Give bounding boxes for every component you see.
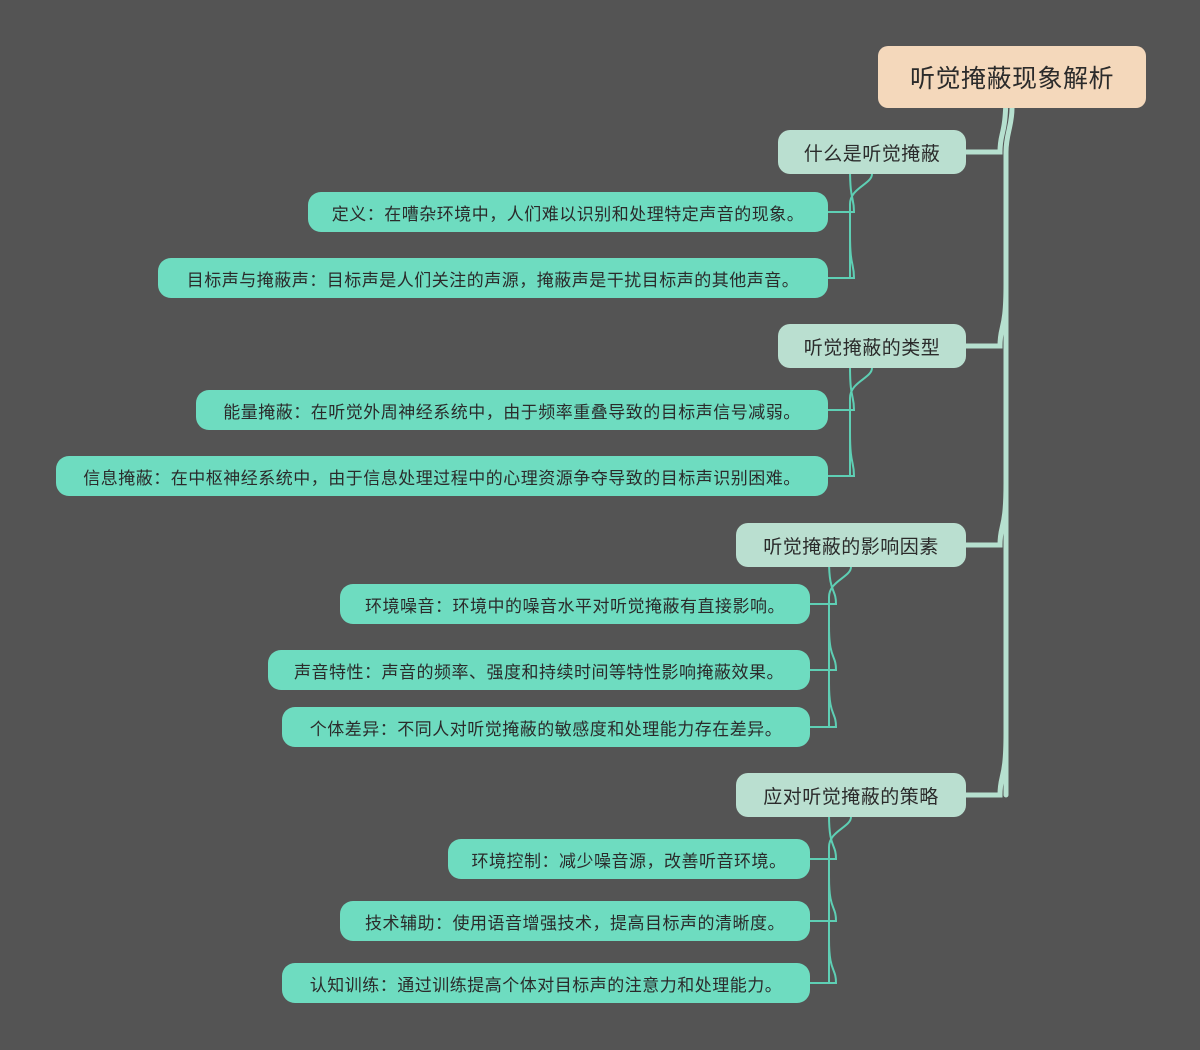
branch-factors-connector xyxy=(963,480,1009,548)
branch-what-is-label: 什么是听觉掩蔽 xyxy=(803,142,941,165)
leaf-target-vs-masker[interactable]: 目标声与掩蔽声：目标声是人们关注的声源，掩蔽声是干扰目标声的其他声音。 xyxy=(158,258,828,298)
leaf-environment-control-connector xyxy=(809,814,838,860)
branch-types-label: 听觉掩蔽的类型 xyxy=(803,336,941,359)
leaf-informational-masking-connector xyxy=(827,431,856,477)
leaf-definition-label: 定义：在嘈杂环境中，人们难以识别和处理特定声音的现象。 xyxy=(331,204,805,225)
branch-what-is-stem xyxy=(849,173,873,279)
leaf-sound-properties-connector xyxy=(809,625,838,671)
leaf-environment-control-label: 环境控制：减少噪音源，改善听音环境。 xyxy=(471,851,787,872)
branch-factors[interactable]: 听觉掩蔽的影响因素 xyxy=(736,523,966,567)
root-node[interactable]: 听觉掩蔽现象解析 xyxy=(878,46,1146,108)
leaf-definition[interactable]: 定义：在嘈杂环境中，人们难以识别和处理特定声音的现象。 xyxy=(308,192,828,232)
leaf-target-vs-masker-label: 目标声与掩蔽声：目标声是人们关注的声源，掩蔽声是干扰目标声的其他声音。 xyxy=(186,270,800,291)
branch-strategies[interactable]: 应对听觉掩蔽的策略 xyxy=(736,773,966,817)
branch-strategies-label: 应对听觉掩蔽的策略 xyxy=(763,785,939,808)
leaf-energetic-masking-connector xyxy=(827,365,856,411)
branch-strategies-stem xyxy=(828,816,852,984)
leaf-sound-properties-label: 声音特性：声音的频率、强度和持续时间等特性影响掩蔽效果。 xyxy=(294,662,784,683)
leaf-informational-masking[interactable]: 信息掩蔽：在中枢神经系统中，由于信息处理过程中的心理资源争夺导致的目标声识别困难… xyxy=(56,456,828,496)
trunk-line xyxy=(1003,105,1015,798)
leaf-cognitive-training[interactable]: 认知训练：通过训练提高个体对目标声的注意力和处理能力。 xyxy=(282,963,810,1003)
branch-strategies-connector xyxy=(963,730,1009,798)
branch-types[interactable]: 听觉掩蔽的类型 xyxy=(778,324,966,368)
leaf-informational-masking-label: 信息掩蔽：在中枢神经系统中，由于信息处理过程中的心理资源争夺导致的目标声识别困难… xyxy=(83,468,801,489)
leaf-ambient-noise[interactable]: 环境噪音：环境中的噪音水平对听觉掩蔽有直接影响。 xyxy=(340,584,810,624)
leaf-definition-connector xyxy=(827,167,856,213)
leaf-environment-control[interactable]: 环境控制：减少噪音源，改善听音环境。 xyxy=(448,839,810,879)
leaf-cognitive-training-connector xyxy=(809,938,838,984)
leaf-individual-differences-connector xyxy=(809,682,838,728)
branch-types-connector xyxy=(963,281,1009,349)
leaf-individual-differences-label: 个体差异：不同人对听觉掩蔽的敏感度和处理能力存在差异。 xyxy=(309,719,783,740)
leaf-technical-aid[interactable]: 技术辅助：使用语音增强技术，提高目标声的清晰度。 xyxy=(340,901,810,941)
root-node-label: 听觉掩蔽现象解析 xyxy=(909,64,1114,93)
branch-factors-stem xyxy=(828,566,852,728)
leaf-cognitive-training-label: 认知训练：通过训练提高个体对目标声的注意力和处理能力。 xyxy=(309,975,783,996)
leaf-technical-aid-connector xyxy=(809,876,838,922)
leaf-sound-properties[interactable]: 声音特性：声音的频率、强度和持续时间等特性影响掩蔽效果。 xyxy=(268,650,810,690)
leaf-energetic-masking[interactable]: 能量掩蔽：在听觉外周神经系统中，由于频率重叠导致的目标声信号减弱。 xyxy=(196,390,828,430)
branch-types-stem xyxy=(849,367,873,477)
leaf-energetic-masking-label: 能量掩蔽：在听觉外周神经系统中，由于频率重叠导致的目标声信号减弱。 xyxy=(223,402,801,423)
leaf-individual-differences[interactable]: 个体差异：不同人对听觉掩蔽的敏感度和处理能力存在差异。 xyxy=(282,707,810,747)
leaf-target-vs-masker-connector xyxy=(827,233,856,279)
branch-what-is[interactable]: 什么是听觉掩蔽 xyxy=(778,130,966,174)
leaf-technical-aid-label: 技术辅助：使用语音增强技术，提高目标声的清晰度。 xyxy=(365,913,785,934)
leaf-ambient-noise-label: 环境噪音：环境中的噪音水平对听觉掩蔽有直接影响。 xyxy=(365,596,785,617)
branch-factors-label: 听觉掩蔽的影响因素 xyxy=(763,535,939,558)
